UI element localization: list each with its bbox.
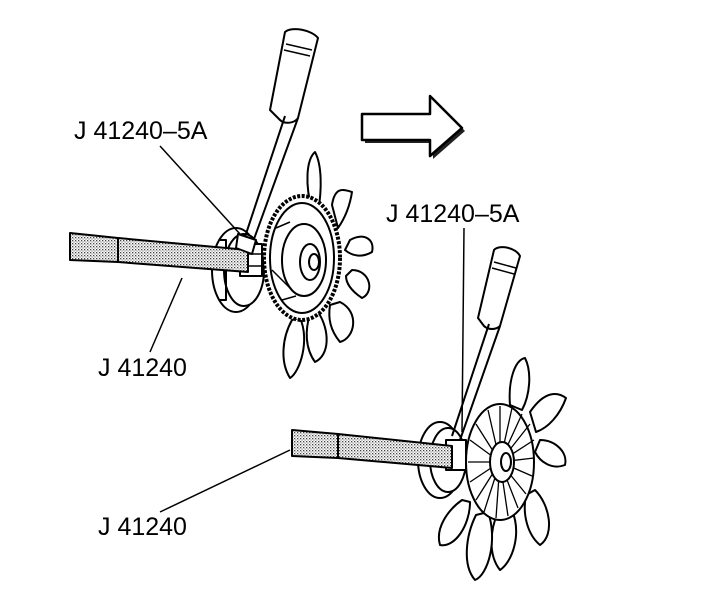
leader-step2-tool-b xyxy=(159,449,291,513)
label-step1-tool-j41240: J 41240 xyxy=(98,354,187,382)
assembly-after xyxy=(291,246,567,581)
arrow-right-icon xyxy=(360,94,465,159)
holding-tool-j41240-5a-top xyxy=(235,28,319,255)
leader-step1-tool-b xyxy=(149,277,183,353)
wrench-j41240-top xyxy=(69,232,249,273)
leader-step1-tool-a xyxy=(159,145,241,235)
label-step2-tool-j41240: J 41240 xyxy=(98,513,187,541)
label-step2-tool-j41240-5a: J 41240–5A xyxy=(386,200,520,228)
holding-tool-j41240-5a-bottom xyxy=(451,246,521,441)
fan-blades-bottom xyxy=(437,357,567,581)
fan-blades-top xyxy=(282,151,374,379)
leader-step2-tool-a xyxy=(461,227,465,433)
wrench-j41240-bottom xyxy=(291,429,453,469)
leader-lines xyxy=(149,145,465,513)
assembly-before xyxy=(69,28,374,379)
label-step1-tool-j41240-5a: J 41240–5A xyxy=(74,117,208,145)
